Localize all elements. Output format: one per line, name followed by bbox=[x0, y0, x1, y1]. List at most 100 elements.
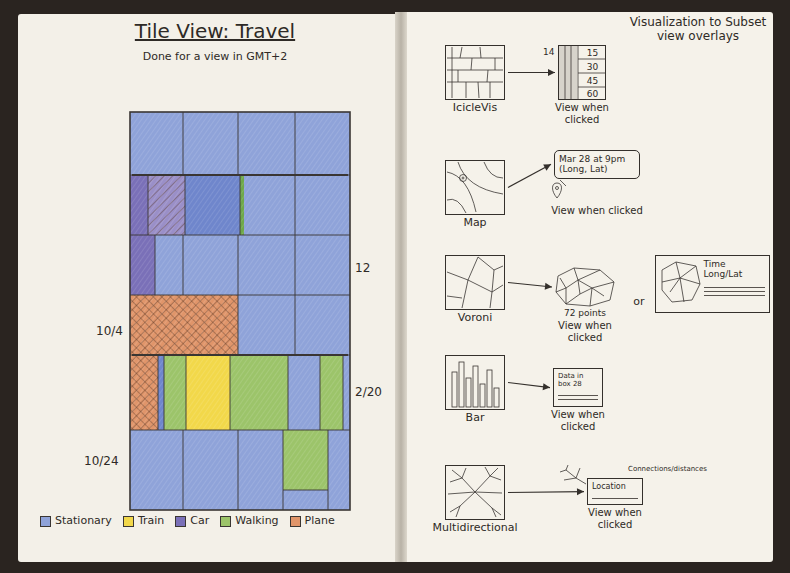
sketch-stroke bbox=[492, 508, 496, 517]
sketch-stroke bbox=[571, 46, 572, 99]
sketch-stroke bbox=[447, 296, 462, 298]
text-lines bbox=[592, 495, 638, 500]
sketch-stroke bbox=[592, 288, 604, 296]
vis-thumbnail: IcicleVis bbox=[433, 45, 517, 115]
thumbnail-sketches bbox=[447, 47, 503, 517]
voronoi-view: 72 pointsView when clicked bbox=[543, 268, 627, 343]
legend-item: Stationary bbox=[40, 515, 112, 528]
sketch-stroke bbox=[148, 175, 149, 235]
sketch-stroke bbox=[459, 362, 464, 407]
legend-item: Walking bbox=[220, 515, 278, 528]
sketch-stroke bbox=[460, 175, 467, 182]
sketch-stroke bbox=[230, 355, 231, 430]
sketch-stroke bbox=[490, 476, 501, 480]
sketch-stroke bbox=[183, 112, 184, 175]
sketch-stroke bbox=[468, 280, 503, 292]
sketch-stroke bbox=[576, 468, 580, 478]
sketch-stroke bbox=[670, 278, 680, 292]
sketch-stroke bbox=[452, 372, 457, 407]
tile-lines bbox=[130, 112, 350, 510]
location-callout: Mar 28 at 9pm (Long, Lat)View when click… bbox=[551, 150, 643, 216]
sketch-stroke bbox=[680, 278, 700, 284]
sketch-stroke bbox=[475, 492, 501, 515]
sketch-stroke bbox=[559, 46, 577, 99]
box-text: Location bbox=[588, 479, 642, 494]
flow-arrow bbox=[508, 488, 584, 495]
box-text: Time Long/Lat bbox=[656, 256, 769, 283]
arrow-head bbox=[545, 283, 552, 290]
sketch-stroke bbox=[447, 172, 476, 212]
caption-text: View when clicked bbox=[551, 205, 643, 217]
legend-text: Car bbox=[190, 515, 209, 528]
vis-thumbnail: Voroni bbox=[433, 255, 517, 325]
sketch-stroke bbox=[295, 175, 296, 235]
sketch-stroke bbox=[288, 355, 289, 430]
sketch-stroke bbox=[448, 492, 475, 494]
sketch-stroke bbox=[155, 235, 156, 295]
caption-text: Multidirectional bbox=[423, 522, 527, 535]
caption-text: Voroni bbox=[433, 312, 517, 325]
minute-number: 45 bbox=[580, 76, 605, 86]
sketch-stroke bbox=[566, 465, 568, 470]
sketch-stroke bbox=[130, 355, 350, 356]
sketch-stroke bbox=[295, 112, 296, 175]
sketch-stroke bbox=[462, 177, 464, 179]
location-view: LocationView when clicked bbox=[570, 478, 660, 530]
sketch-stroke bbox=[295, 295, 296, 355]
sketch-stroke bbox=[401, 12, 773, 562]
arrow-shaft bbox=[508, 164, 551, 187]
legend-item: Plane bbox=[290, 515, 335, 528]
sketch-stroke bbox=[466, 378, 471, 407]
sketch-stroke bbox=[494, 266, 503, 270]
page-heading: Visualization to Subset view overlays bbox=[628, 16, 768, 44]
sketch-stroke bbox=[478, 257, 494, 292]
date-mark: 10/24 bbox=[84, 455, 128, 469]
sketch-stroke bbox=[183, 235, 184, 295]
sketch-stroke bbox=[183, 430, 184, 510]
sketch-stroke bbox=[590, 288, 592, 306]
sketch-stroke bbox=[458, 162, 503, 194]
sketch-stroke bbox=[456, 506, 460, 517]
legend-swatch bbox=[123, 516, 134, 527]
sketch-stroke bbox=[158, 355, 159, 430]
sketch-stroke bbox=[462, 280, 468, 308]
sketch-stroke bbox=[343, 355, 344, 430]
flow-arrow bbox=[508, 383, 550, 391]
sketch-stroke bbox=[487, 70, 488, 82]
arrow-head bbox=[548, 69, 555, 76]
sketch-stroke bbox=[395, 12, 407, 562]
bar-view: Data in box 28 View when clicked bbox=[533, 368, 623, 432]
node-box bbox=[445, 45, 505, 100]
legend-swatch bbox=[175, 516, 186, 527]
sketch-stroke bbox=[574, 268, 600, 280]
page-title: Tile View: Travel bbox=[110, 20, 320, 43]
sketch-stroke bbox=[565, 46, 566, 99]
legend: StationaryTrainCarWalkingPlane bbox=[40, 515, 335, 528]
sketch-stroke bbox=[478, 82, 479, 98]
date-mark: 2/20 bbox=[355, 386, 395, 400]
sketch-stroke bbox=[458, 70, 459, 82]
legend-item: Car bbox=[175, 515, 209, 528]
sketch-stroke bbox=[450, 478, 462, 482]
sketch-stroke bbox=[132, 174, 348, 176]
sketch-stroke bbox=[578, 59, 606, 60]
sketch-stroke bbox=[130, 112, 350, 510]
sketch-stroke bbox=[566, 280, 580, 304]
node-box: Time Long/Lat bbox=[655, 255, 770, 313]
sketch-stroke bbox=[553, 183, 562, 198]
caption-text: View when clicked bbox=[533, 409, 623, 432]
sketch-stroke bbox=[238, 112, 239, 175]
caption-text: IcicleVis bbox=[433, 102, 517, 115]
box-text: Data in box 28 bbox=[554, 369, 602, 391]
sketch-stroke bbox=[460, 47, 462, 58]
caption-text: 72 points bbox=[543, 308, 627, 318]
text-lines bbox=[704, 284, 765, 299]
node-box bbox=[555, 268, 615, 306]
sketch-stroke bbox=[130, 295, 350, 296]
subtitle-note: Done for a view in GMT+2 bbox=[110, 51, 320, 64]
